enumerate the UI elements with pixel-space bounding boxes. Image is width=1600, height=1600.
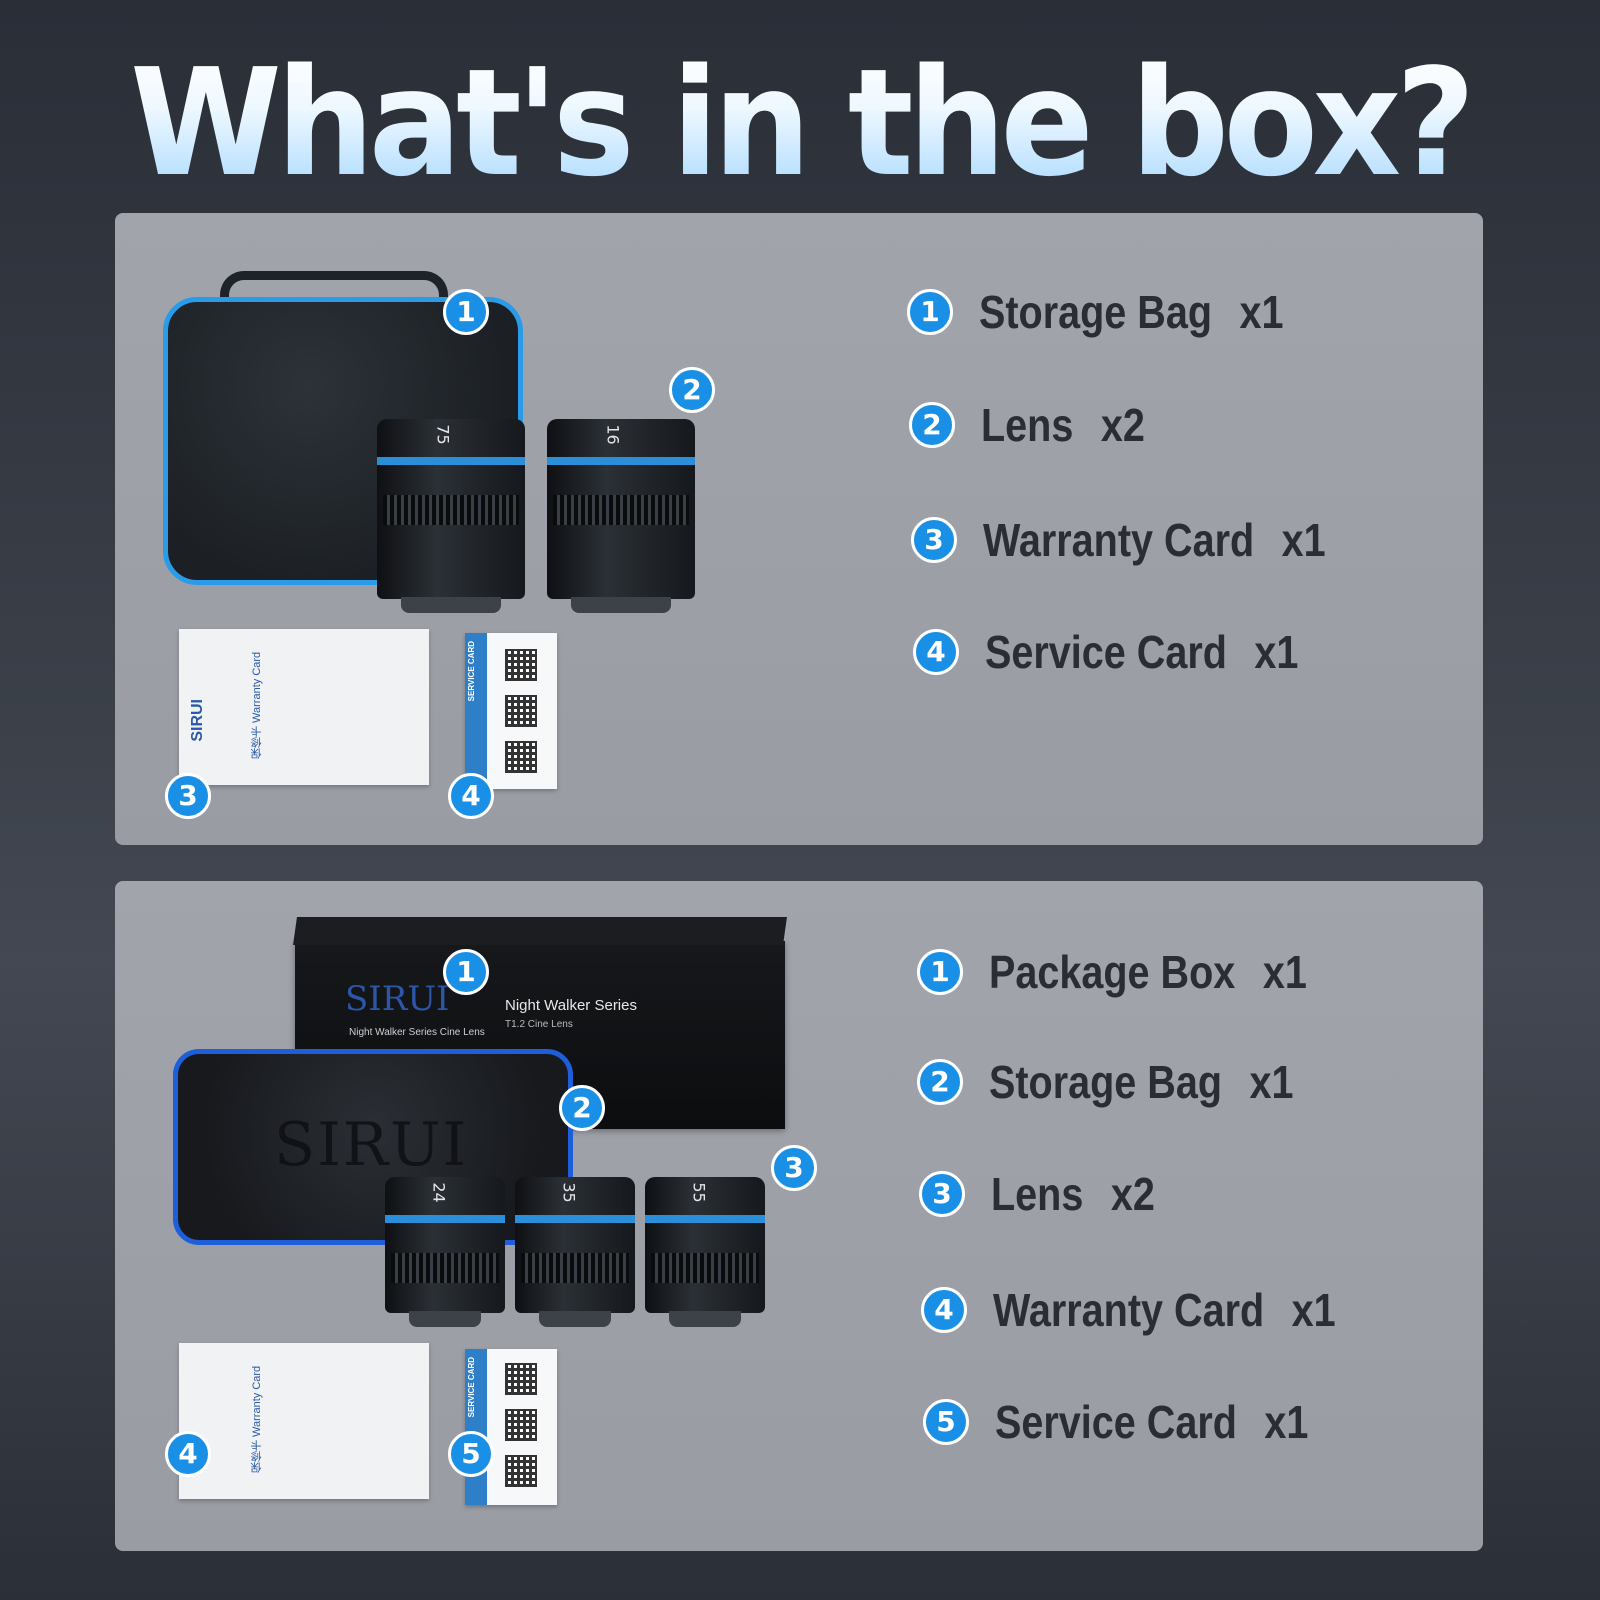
item-label: Service Card: [985, 626, 1227, 678]
item-quantity: x2: [1100, 399, 1145, 451]
qr-code-icon: [505, 649, 537, 681]
item-label: Package Box: [989, 946, 1236, 998]
qr-code-icon: [505, 695, 537, 727]
marker-badge: 5: [448, 1431, 494, 1477]
item-number-badge: 4: [913, 629, 959, 675]
item-label: Warranty Card: [993, 1284, 1265, 1336]
item-label: Storage Bag: [989, 1056, 1223, 1108]
lens-image: 75: [377, 419, 525, 613]
product-photo-2: SIRUI Night Walker Series Cine Lens Nigh…: [115, 881, 835, 1551]
box-brand: SIRUI: [345, 979, 450, 1019]
service-card-image: SERVICE CARD: [465, 1349, 557, 1505]
lens-focal-label: 16: [603, 424, 623, 445]
item-label: Warranty Card: [983, 514, 1255, 566]
marker-badge: 4: [165, 1431, 211, 1477]
warranty-card-text: 保修卡 Warranty Card: [251, 651, 263, 759]
qr-code-icon: [505, 741, 537, 773]
lens-focal-label: 35: [559, 1182, 579, 1203]
item-label: Service Card: [995, 1396, 1237, 1448]
item-quantity: x1: [1239, 286, 1284, 338]
item-number-badge: 3: [911, 517, 957, 563]
item-number-badge: 3: [919, 1171, 965, 1217]
item-label: Lens: [981, 399, 1074, 451]
marker-badge: 4: [448, 773, 494, 819]
marker-badge: 3: [771, 1145, 817, 1191]
lens-image: 55: [645, 1177, 765, 1327]
service-card-image: SERVICE CARD: [465, 633, 557, 789]
lens-focal-label: 55: [689, 1182, 709, 1203]
item-number-badge: 2: [917, 1059, 963, 1105]
marker-badge: 2: [669, 367, 715, 413]
item-number-badge: 4: [921, 1287, 967, 1333]
item-label: Storage Bag: [979, 286, 1213, 338]
item-quantity: x1: [1254, 626, 1299, 678]
item-quantity: x1: [1249, 1056, 1294, 1108]
item-number-badge: 1: [917, 949, 963, 995]
bag-handle: [220, 271, 448, 318]
lens-image: 24: [385, 1177, 505, 1327]
marker-badge: 1: [443, 949, 489, 995]
marker-badge: 2: [559, 1085, 605, 1131]
contents-panel-2: SIRUI Night Walker Series Cine Lens Nigh…: [115, 881, 1483, 1551]
warranty-card-image: 保修卡 Warranty Card: [179, 1343, 429, 1499]
item-quantity: x1: [1262, 946, 1307, 998]
box-lens-type: T1.2 Cine Lens: [505, 1019, 573, 1030]
lens-image: 35: [515, 1177, 635, 1327]
service-card-text: SERVICE CARD: [467, 1357, 476, 1418]
lens-focal-label: 24: [429, 1182, 449, 1203]
marker-badge: 1: [443, 289, 489, 335]
item-number-badge: 1: [907, 289, 953, 335]
warranty-card-text: 保修卡 Warranty Card: [251, 1365, 263, 1473]
lens-image: 16: [547, 419, 695, 613]
box-series-name: Night Walker Series: [505, 997, 637, 1014]
warranty-brand: SIRUI: [189, 699, 206, 742]
page-title: What's in the box?: [56, 48, 1544, 198]
lens-focal-label: 75: [433, 424, 453, 445]
item-number-badge: 2: [909, 402, 955, 448]
item-quantity: x1: [1291, 1284, 1336, 1336]
storage-bag-image: SIRUI: [173, 1049, 573, 1245]
item-quantity: x1: [1264, 1396, 1309, 1448]
item-label: Lens: [991, 1168, 1084, 1220]
item-number-badge: 5: [923, 1399, 969, 1445]
warranty-card-image: SIRUI 保修卡 Warranty Card: [179, 629, 429, 785]
qr-code-icon: [505, 1409, 537, 1441]
item-quantity: x1: [1281, 514, 1326, 566]
product-photo-1: 75 16 SIRUI 保修卡 Warranty Card SERVICE CA…: [115, 213, 815, 845]
service-card-text: SERVICE CARD: [467, 641, 476, 702]
qr-code-icon: [505, 1455, 537, 1487]
bag-brand: SIRUI: [274, 1110, 469, 1180]
qr-code-icon: [505, 1363, 537, 1395]
contents-panel-1: 75 16 SIRUI 保修卡 Warranty Card SERVICE CA…: [115, 213, 1483, 845]
marker-badge: 3: [165, 773, 211, 819]
box-subtitle: Night Walker Series Cine Lens: [349, 1027, 485, 1038]
item-quantity: x2: [1110, 1168, 1155, 1220]
